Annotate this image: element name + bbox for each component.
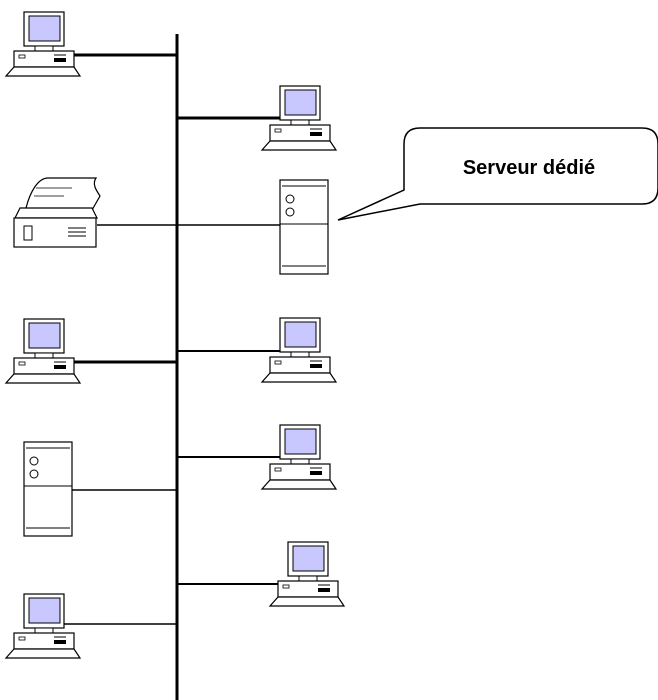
printer-icon	[13, 177, 101, 248]
computer-icon	[5, 593, 81, 659]
server-tower-icon	[23, 441, 73, 537]
server-tower-icon	[279, 179, 329, 275]
callout-label: Serveur dédié	[463, 157, 595, 179]
computer-icon	[269, 541, 345, 607]
computer-icon	[5, 11, 81, 77]
callout-bubble: Serveur dédié	[337, 127, 658, 221]
computer-icon	[5, 318, 81, 384]
